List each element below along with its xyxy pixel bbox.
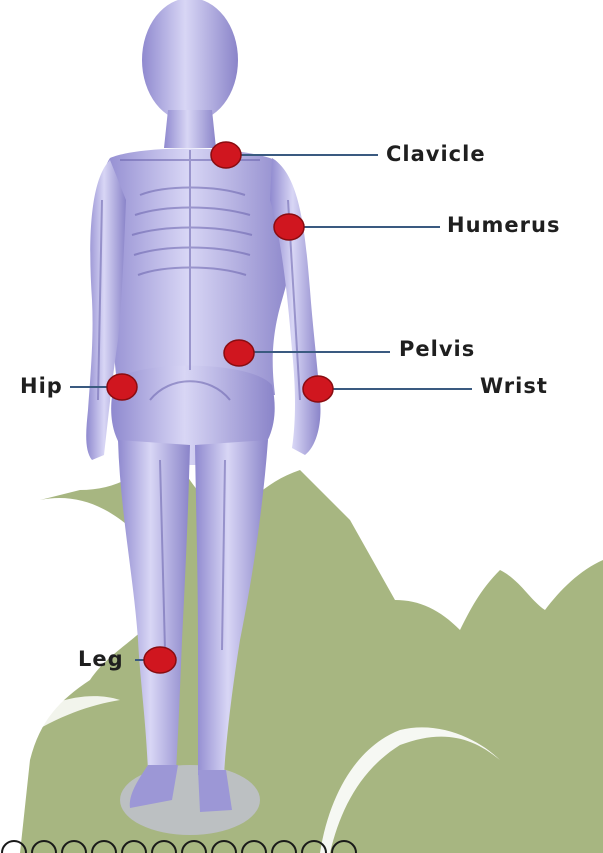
marker-pelvis [224, 340, 254, 366]
marker-humerus [274, 214, 304, 240]
marker-wrist [303, 376, 333, 402]
label-hip: Hip [20, 376, 63, 397]
label-pelvis: Pelvis [399, 339, 475, 360]
label-clavicle: Clavicle [386, 144, 486, 165]
marker-hip [107, 374, 137, 400]
marker-clavicle [211, 142, 241, 168]
marker-leg [144, 647, 176, 673]
label-leg: Leg [78, 649, 124, 670]
label-wrist: Wrist [480, 376, 548, 397]
label-humerus: Humerus [447, 215, 560, 236]
